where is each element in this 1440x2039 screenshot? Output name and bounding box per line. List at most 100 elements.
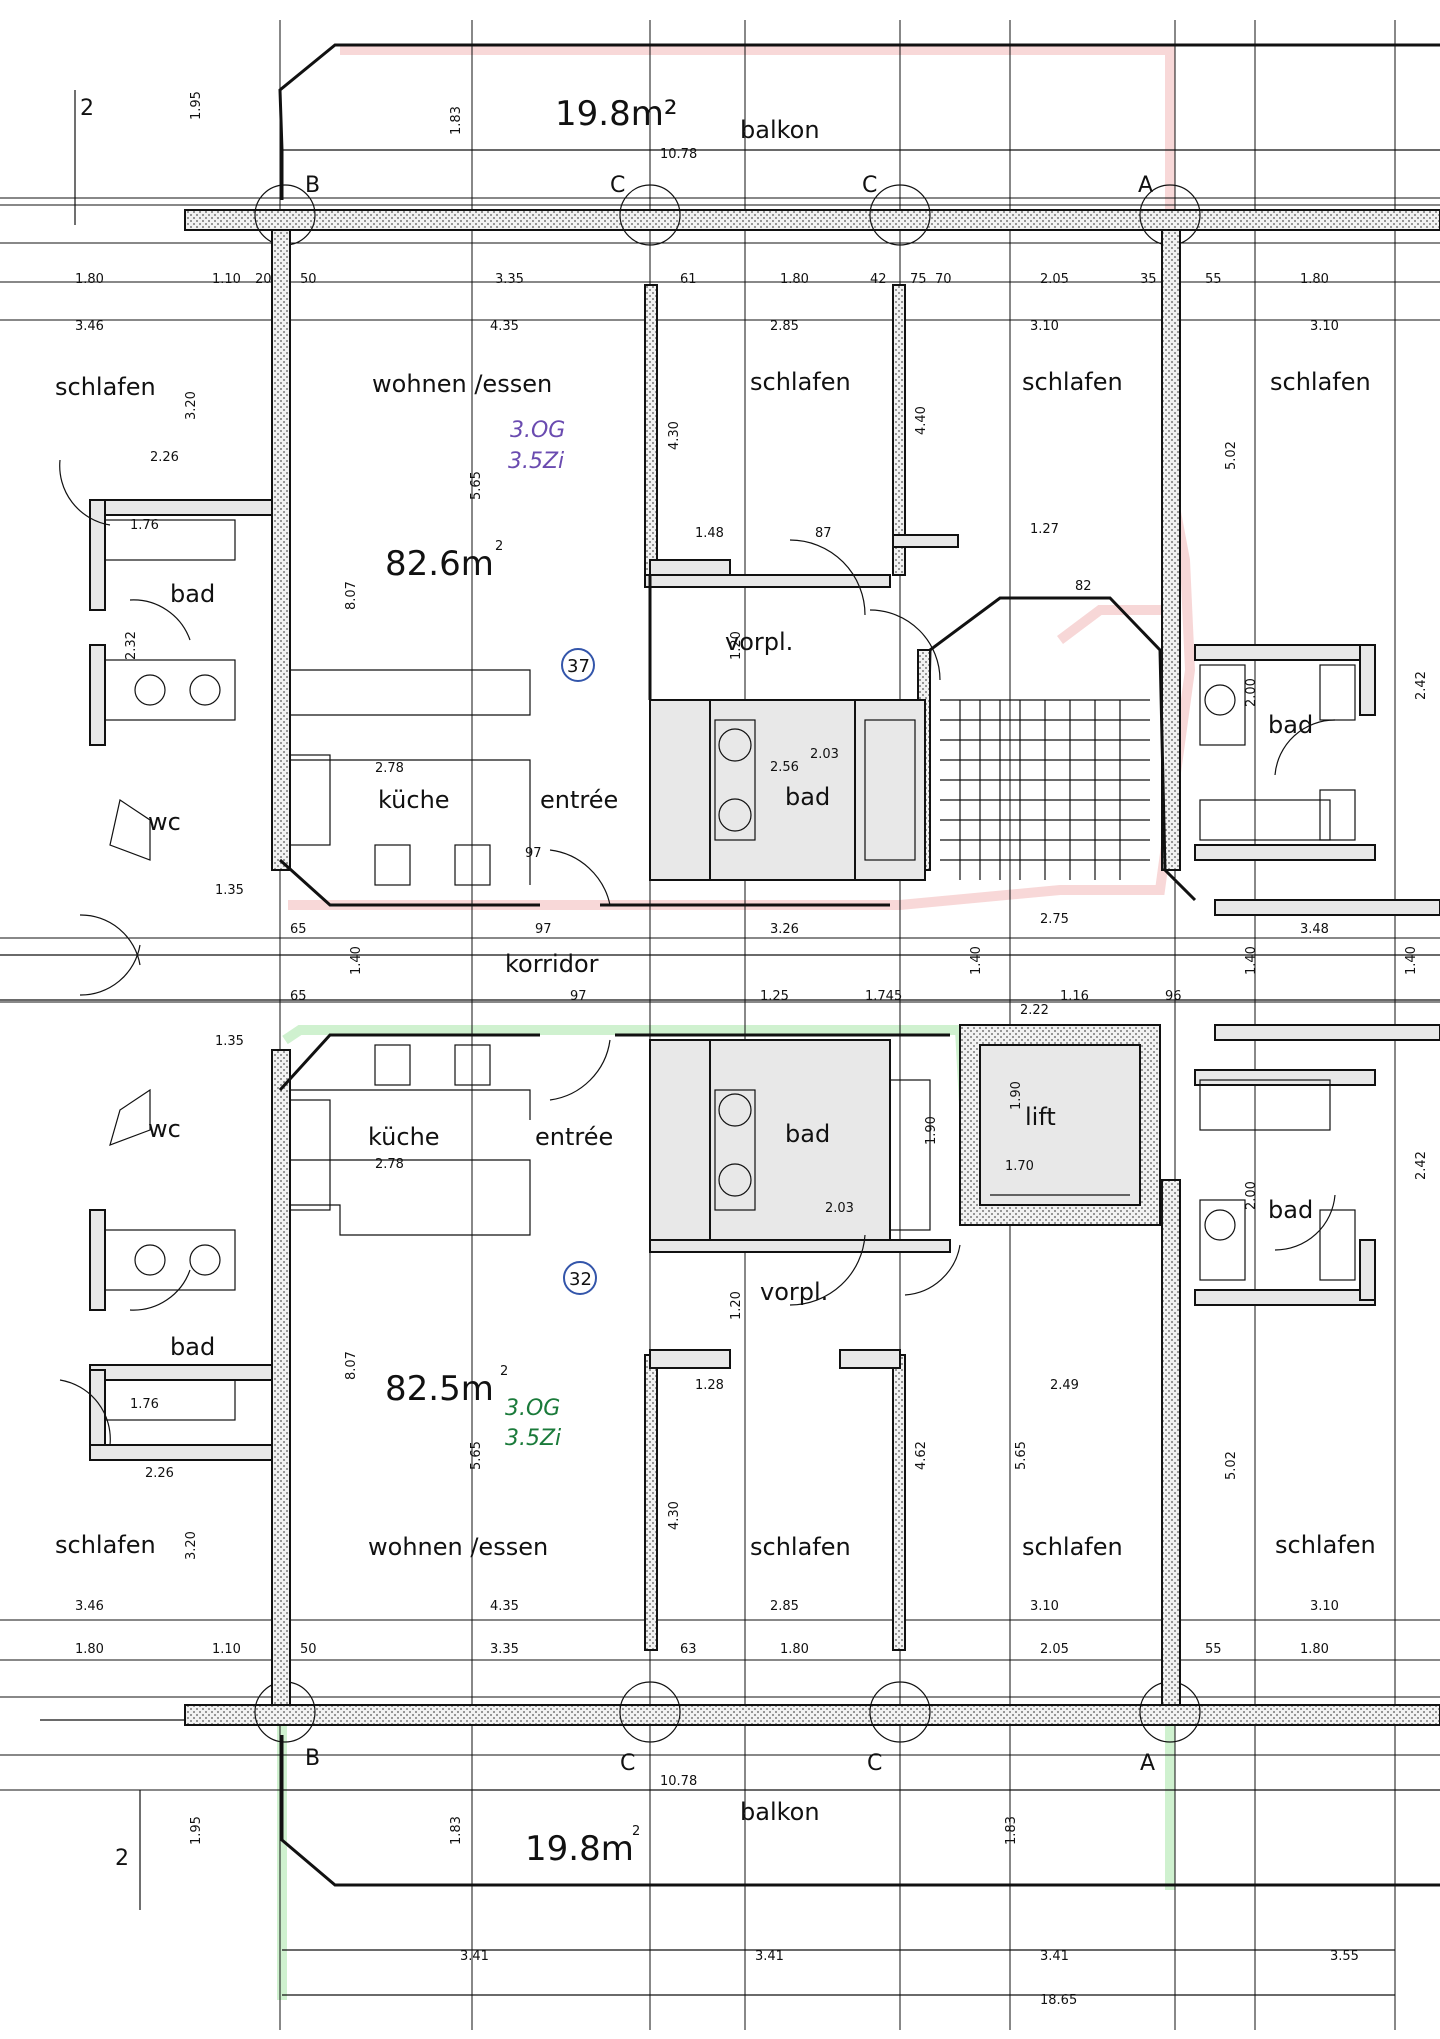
lower-bath-right: bad [1268, 1196, 1313, 1224]
upper-bath-right: bad [1268, 711, 1313, 739]
dim-120-b: 1.20 [729, 1291, 744, 1320]
dim-200-b: 2.00 [1244, 1181, 1259, 1210]
lift-shaft [959, 1024, 1161, 1226]
dim-148-a: 1.48 [695, 526, 724, 541]
bearing-walls [271, 229, 1181, 1706]
upper-hall: vorpl. [725, 628, 793, 656]
dim-310-c: 3.10 [1030, 1599, 1059, 1614]
dim-502-b: 5.02 [1224, 1451, 1239, 1480]
dim-256-a: 2.56 [770, 760, 799, 775]
dim-170-a: 1.70 [1005, 1159, 1034, 1174]
upper-wc: wc [148, 808, 181, 836]
dim-310-d: 3.10 [1310, 1599, 1339, 1614]
dim-176-b: 1.76 [130, 1397, 159, 1412]
dim-341-b: 3.41 [755, 1949, 784, 1964]
lower-kitchen: küche [368, 1123, 440, 1151]
dim-285-b: 2.85 [770, 1599, 799, 1614]
lower-bedroom-right: schlafen [1275, 1531, 1376, 1559]
dimension-labels: 10.78 1.83 1.95 1.80 1.10 20 50 3.35 61 … [75, 91, 1429, 2008]
dim-807-b: 8.07 [344, 1351, 359, 1380]
dim-203-a: 2.03 [810, 747, 839, 762]
upper-bedroom-right: schlafen [1270, 368, 1371, 396]
dim-278-b: 2.78 [375, 1157, 404, 1172]
lower-handwritten-rooms: 3.5Zi [505, 1426, 561, 1451]
dim-430-b: 4.30 [667, 1501, 682, 1530]
dim-205-a: 2.05 [1040, 272, 1069, 287]
dim-1745-a: 1.745 [865, 989, 902, 1004]
upper-kitchen: küche [378, 786, 450, 814]
dim-346-b: 3.46 [75, 1599, 104, 1614]
dim-140-a: 1.40 [349, 946, 364, 975]
dim-75-a: 75 [910, 272, 927, 287]
dim-430-a: 4.30 [667, 421, 682, 450]
dim-565-a: 5.65 [469, 471, 484, 500]
upper-unit-walls [89, 499, 1376, 886]
dim-110-a: 1.10 [212, 272, 241, 287]
upper-unit-number: 37 [567, 656, 590, 677]
dim-275-a: 2.75 [1040, 912, 1069, 927]
dim-200-a: 2.00 [1244, 678, 1259, 707]
dim-140-b: 1.40 [969, 946, 984, 975]
dim-355-a: 3.55 [1330, 1949, 1359, 1964]
lower-unit-number: 32 [569, 1269, 592, 1290]
upper-bath-left: bad [170, 580, 215, 608]
axis-c1-top: C [610, 173, 625, 198]
upper-balcony-area: 19.8m² [555, 94, 677, 134]
upper-bedroom-left: schlafen [55, 373, 156, 401]
dim-320-a: 3.20 [184, 391, 199, 420]
dim-61-a: 61 [680, 272, 697, 287]
lower-area-sup: 2 [500, 1364, 508, 1379]
dim-125-a: 1.25 [760, 989, 789, 1004]
lower-bath-left: bad [170, 1333, 215, 1361]
dim-195-top: 1.95 [189, 91, 204, 120]
dim-320-b: 3.20 [184, 1531, 199, 1560]
dim-70-a: 70 [935, 272, 952, 287]
lower-entry: entrée [535, 1123, 613, 1151]
dim-180-a: 1.80 [75, 272, 104, 287]
dim-180-f: 1.80 [1300, 1642, 1329, 1657]
upper-balcony-label: balkon [740, 116, 820, 144]
dim-50-a: 50 [300, 272, 317, 287]
dim-82-a: 82 [1075, 579, 1092, 594]
dim-183-bottom-b: 1.83 [1004, 1816, 1019, 1845]
dim-310-a: 3.10 [1030, 319, 1059, 334]
dim-balcony-width-top: 10.78 [660, 147, 697, 162]
upper-handwritten-floor: 3.OG [510, 418, 565, 443]
dim-176-a: 1.76 [130, 518, 159, 533]
dim-226-b: 2.26 [145, 1466, 174, 1481]
lower-bedroom-mid2: schlafen [1022, 1533, 1123, 1561]
dim-232-a: 2.32 [124, 631, 139, 660]
lower-unit-walls [89, 1039, 1376, 1461]
dim-565-b: 5.65 [469, 1441, 484, 1470]
dim-97-b: 97 [535, 922, 552, 937]
corridor-label: korridor [505, 950, 599, 978]
dim-140-d: 1.40 [1404, 946, 1419, 975]
dim-97-a: 97 [525, 846, 542, 861]
axis-b-bottom: B [305, 1746, 320, 1771]
dim-435-b: 4.35 [490, 1599, 519, 1614]
upper-bedroom-mid2: schlafen [1022, 368, 1123, 396]
dim-183-bottom: 1.83 [449, 1816, 464, 1845]
dim-96-a: 96 [1165, 989, 1182, 1004]
dim-195-bottom: 1.95 [189, 1816, 204, 1845]
axis-c2-bottom: C [867, 1751, 882, 1776]
dim-180-e: 1.80 [780, 1642, 809, 1657]
upper-bath-mid: bad [785, 783, 830, 811]
dim-440-a: 4.40 [914, 406, 929, 435]
dim-110-b: 1.10 [212, 1642, 241, 1657]
dim-65-b: 65 [290, 989, 307, 1004]
dim-180-b: 1.80 [780, 272, 809, 287]
dim-63-a: 63 [680, 1642, 697, 1657]
upper-unit-area: 82.6m [385, 544, 494, 584]
upper-unit-labels: 19.8m² balkon wohnen /essen 82.6m 2 37 3… [55, 94, 1371, 836]
axis-markers: B C C A B C C A 2 2 [74, 90, 1155, 1910]
dim-50-b: 50 [300, 1642, 317, 1657]
lower-handwritten-floor: 3.OG [505, 1396, 560, 1421]
stairwell [917, 596, 1197, 902]
dim-565-c: 5.65 [1014, 1441, 1029, 1470]
dim-140-c: 1.40 [1244, 946, 1259, 975]
axis-c2-top: C [862, 173, 877, 198]
axis-c1-bottom: C [620, 1751, 635, 1776]
dim-249-a: 2.49 [1050, 1378, 1079, 1393]
dim-42-a: 42 [870, 272, 887, 287]
